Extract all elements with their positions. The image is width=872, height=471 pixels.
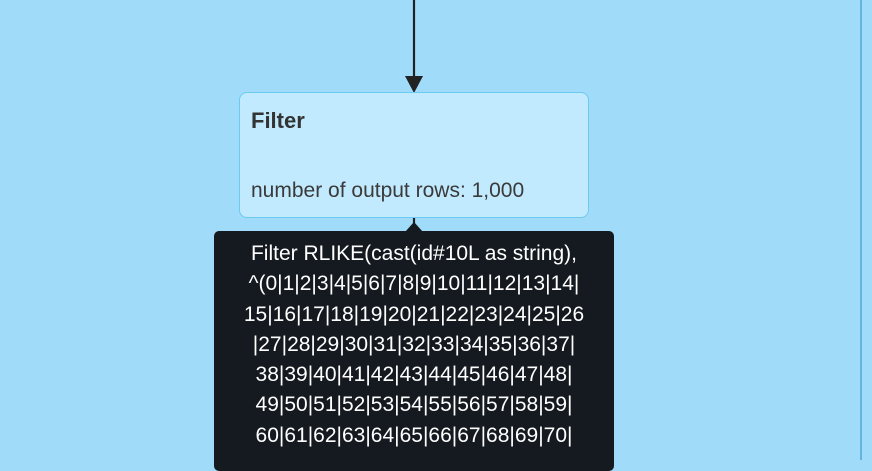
tooltip-line: ^(0|1|2|3|4|5|6|7|8|9|10|11|12|13|14|: [248, 272, 580, 296]
tooltip-line: 60|61|62|63|64|65|66|67|68|69|70|: [255, 423, 573, 447]
tooltip-line: |27|28|29|30|31|32|33|34|35|36|37|: [252, 332, 576, 356]
node-details-tooltip: Filter RLIKE(cast(id#10L as string), ^(0…: [214, 231, 614, 471]
plan-graph-canvas: Filter number of output rows: 1,000 Filt…: [214, 0, 862, 471]
node-output-rows-metric: number of output rows: 1,000: [251, 179, 525, 202]
node-title: Filter: [251, 108, 305, 133]
filter-node[interactable]: Filter number of output rows: 1,000: [239, 92, 589, 218]
tooltip-pointer: [405, 222, 423, 232]
tooltip-line: 38|39|40|41|42|43|44|45|46|47|48|: [255, 363, 573, 387]
tooltip-line: 49|50|51|52|53|54|55|56|57|58|59|: [255, 393, 573, 417]
edge-arrowhead-icon: [405, 76, 423, 93]
tooltip-line: Filter RLIKE(cast(id#10L as string),: [250, 242, 577, 265]
panel-border: [860, 0, 862, 460]
tooltip-text: Filter RLIKE(cast(id#10L as string), ^(0…: [214, 239, 614, 451]
tooltip-line: 15|16|17|18|19|20|21|22|23|24|25|26: [243, 302, 585, 326]
